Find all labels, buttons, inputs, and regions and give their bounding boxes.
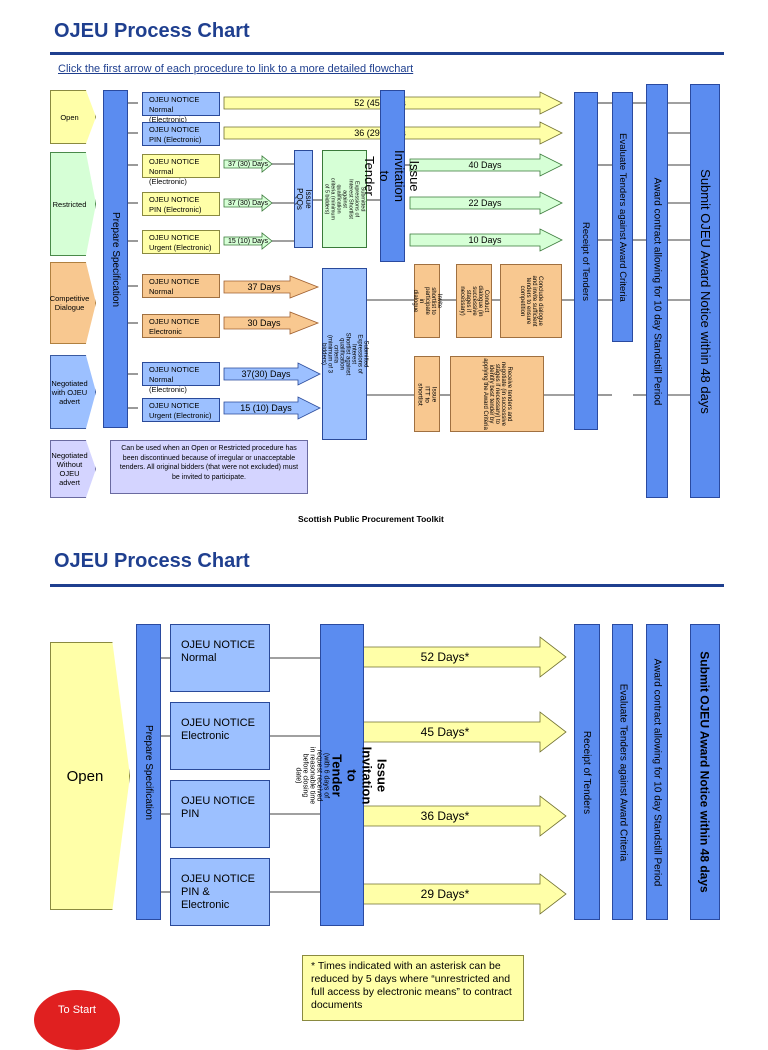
- label-r3-days[interactable]: 15 (10) Days: [227, 237, 269, 245]
- toolkit-label: Scottish Public Procurement Toolkit: [298, 514, 444, 524]
- arrow-r3: [223, 232, 273, 250]
- bottom-notice-normal: OJEU NOTICE Normal: [170, 624, 270, 692]
- bottom-award-label: Award contract allowing for 10 day Stand…: [651, 658, 663, 886]
- negotiated-without-note: Can be used when an Open or Restricted p…: [110, 440, 308, 494]
- arrow-c2: [223, 311, 320, 335]
- bottom-arrow-3: [349, 795, 567, 837]
- bottom-days-4: 29 Days*: [420, 887, 470, 901]
- bottom-notice-pin: OJEU NOTICE PIN: [170, 780, 270, 848]
- asterisk-footnote: * Times indicated with an asterisk can b…: [302, 955, 524, 1021]
- bottom-days-1: 52 Days*: [420, 650, 470, 664]
- notice-competitive-normal: OJEU NOTICE Normal: [142, 274, 220, 298]
- bottom-days-3: 36 Days*: [420, 809, 470, 823]
- bottom-issue-itt-bar: Issue Invitation to Tender (with 6 days …: [295, 624, 390, 926]
- bottom-receipt-bar: Receipt of Tenders: [574, 624, 600, 920]
- title-rule: [50, 52, 724, 55]
- label-n1-days[interactable]: 37(30) Days: [241, 369, 291, 379]
- second-title-rule: [50, 584, 724, 587]
- arrow-r3b: [409, 228, 563, 252]
- receipt-tenders-bar: Receipt of Tenders: [574, 92, 598, 430]
- label-r2-days[interactable]: 37 (30) Days: [227, 199, 269, 207]
- label-r1-days[interactable]: 37 (30) Days: [227, 160, 269, 168]
- arrow-n1: [223, 362, 321, 386]
- prepare-specification-bar: Prepare Specification: [103, 90, 128, 428]
- label-r1b-days: 40 Days: [468, 160, 502, 170]
- bottom-receipt-label: Receipt of Tenders: [581, 730, 593, 814]
- label-c2-days[interactable]: 30 Days: [247, 318, 281, 328]
- notice-open-normal: OJEU NOTICE Normal (Electronic): [142, 92, 220, 124]
- receive-tenders-box: Receive tenders and negotiate (in succes…: [450, 356, 544, 432]
- notice-open-pin: OJEU NOTICE PIN (Electronic): [142, 122, 220, 146]
- bottom-arrow-1: [349, 636, 567, 678]
- bottom-days-2: 45 Days*: [420, 725, 470, 739]
- procedure-negotiated[interactable]: Negotiated with OJEU advert: [50, 355, 96, 429]
- bottom-award-bar: Award contract allowing for 10 day Stand…: [646, 624, 668, 920]
- bottom-arrows: [161, 636, 567, 915]
- notice-negotiated-urgent: OJEU NOTICE Urgent (Electronic): [142, 398, 220, 422]
- bottom-submit-label: Submit OJEU Award Notice within 48 days: [698, 651, 713, 893]
- bottom-prepare-specification-bar: Prepare Specification: [136, 624, 161, 920]
- bottom-procedure-open[interactable]: Open: [50, 642, 130, 910]
- bottom-evaluate-bar: Evaluate Tenders against Award Criteria: [612, 624, 633, 920]
- notice-negotiated-normal: OJEU NOTICE Normal (Electronic): [142, 362, 220, 394]
- arrow-r2b: [409, 191, 563, 215]
- procedure-negotiated-without[interactable]: Negotiated Without OJEU advert: [50, 440, 96, 498]
- submitted-competitive-box: Submitted Expressions of Interest Shortl…: [321, 268, 369, 440]
- submit-award-bar: Submit OJEU Award Notice within 48 days: [690, 84, 720, 498]
- submitted-restricted-box: Submitted Expressions of Interest Shortl…: [322, 150, 367, 248]
- bottom-notice-electronic: OJEU NOTICE Electronic: [170, 702, 270, 770]
- label-n2-days[interactable]: 15 (10) Days: [240, 403, 292, 413]
- notice-restricted-urgent: OJEU NOTICE Urgent (Electronic): [142, 230, 220, 254]
- invite-shortlist-box: Invite shortlist to participate in dialo…: [412, 264, 442, 338]
- top-arrows: [128, 91, 690, 420]
- procedure-restricted[interactable]: Restricted: [50, 152, 96, 256]
- label-r2b-days: 22 Days: [468, 198, 502, 208]
- conclude-dialogue-box: Conclude dialogue and invite sufficient …: [500, 264, 562, 338]
- label-r3b-days: 10 Days: [468, 235, 502, 245]
- award-contract-bar: Award contract allowing for 10 day Stand…: [646, 84, 668, 498]
- page-title: OJEU Process Chart: [54, 20, 250, 42]
- arrow-n2: [223, 396, 321, 420]
- bottom-arrow-4: [349, 873, 567, 915]
- arrow-r2: [223, 194, 273, 212]
- bottom-arrow-2: [349, 711, 567, 753]
- issue-pqqs-box: Issue PQQs: [294, 150, 313, 248]
- procedure-competitive-dialogue[interactable]: Competitive Dialogue: [50, 262, 96, 344]
- bottom-submit-bar: Submit OJEU Award Notice within 48 days: [690, 624, 720, 920]
- to-start-button[interactable]: To Start: [34, 990, 120, 1050]
- arrow-r1b: [409, 153, 563, 177]
- second-page-title: OJEU Process Chart: [54, 550, 250, 572]
- bottom-evaluate-label: Evaluate Tenders against Award Criteria: [617, 683, 629, 861]
- notice-competitive-electronic: OJEU NOTICE Electronic: [142, 314, 220, 338]
- bottom-issue-itt-label: Issue Invitation to Tender: [329, 746, 390, 804]
- issue-itt-bar: Issue Invitation to Tender: [363, 90, 423, 262]
- arrow-c1: [223, 275, 320, 299]
- arrow-r1: [223, 155, 273, 173]
- conduct-dialogue-box: Conduct dialogue (in successive stages i…: [456, 264, 492, 338]
- bottom-issue-itt-sublabel: (with 6 days of request received in reas…: [294, 746, 330, 804]
- bottom-notice-pin-electronic: OJEU NOTICE PIN & Electronic: [170, 858, 270, 926]
- procedure-open[interactable]: Open: [50, 90, 96, 144]
- notice-restricted-normal: OJEU NOTICE Normal (Electronic): [142, 154, 220, 186]
- label-c1-days[interactable]: 37 Days: [247, 282, 281, 292]
- issue-itt-shortlist-box: Issue ITT to shortlist: [414, 356, 440, 432]
- notice-restricted-pin: OJEU NOTICE PIN (Electronic): [142, 192, 220, 216]
- detail-flowchart-link[interactable]: Click the first arrow of each procedure …: [58, 63, 414, 75]
- evaluate-tenders-bar: Evaluate Tenders against Award Criteria: [612, 92, 633, 342]
